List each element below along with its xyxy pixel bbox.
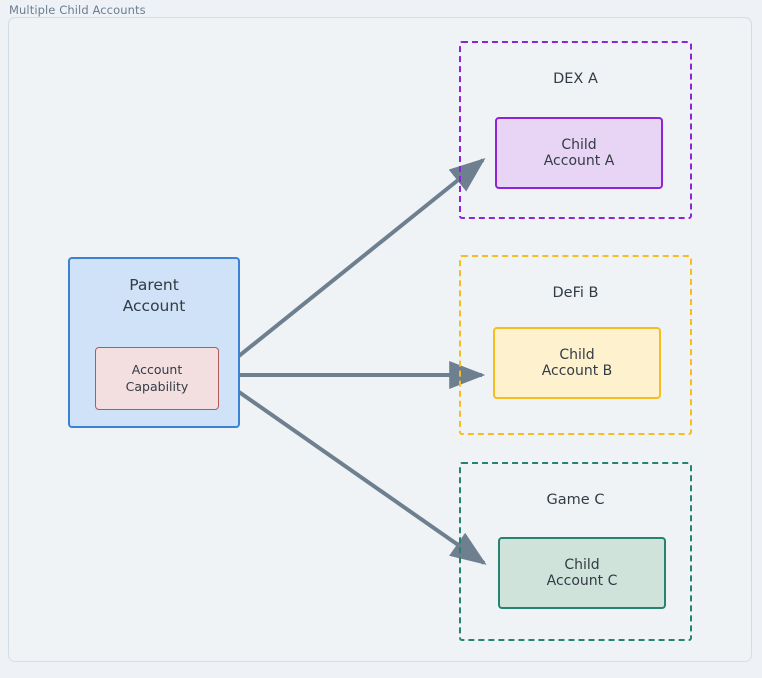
app-container-defi-b: DeFi B Child Account B: [459, 255, 692, 435]
child-account-a-label-line2: Account A: [543, 153, 615, 169]
parent-account-label-line1: Parent: [129, 276, 179, 294]
app-container-game-c: Game C Child Account C: [459, 462, 692, 641]
child-account-c-label-line1: Child: [564, 557, 600, 573]
app-label-dex-a: DEX A: [553, 71, 598, 87]
child-account-b-node[interactable]: Child Account B: [493, 327, 661, 399]
app-label-game-c: Game C: [546, 492, 605, 508]
child-account-c-label-line2: Account C: [546, 573, 618, 589]
child-account-a-label-line1: Child: [561, 137, 597, 153]
app-label-defi-b: DeFi B: [552, 285, 599, 301]
child-account-b-label-line1: Child: [559, 347, 595, 363]
diagram-title: Multiple Child Accounts: [9, 3, 146, 17]
account-capability-node[interactable]: Account Capability: [95, 347, 219, 410]
account-capability-label-line2: Capability: [125, 378, 189, 394]
app-container-dex-a: DEX A Child Account A: [459, 41, 692, 219]
account-capability-label-line1: Account: [131, 361, 183, 377]
parent-account-label-line2: Account: [122, 296, 186, 315]
child-account-a-node[interactable]: Child Account A: [495, 117, 663, 189]
parent-account-node[interactable]: Parent Account Account Capability: [68, 257, 240, 428]
child-account-b-label-line2: Account B: [541, 363, 613, 379]
child-account-c-node[interactable]: Child Account C: [498, 537, 666, 609]
